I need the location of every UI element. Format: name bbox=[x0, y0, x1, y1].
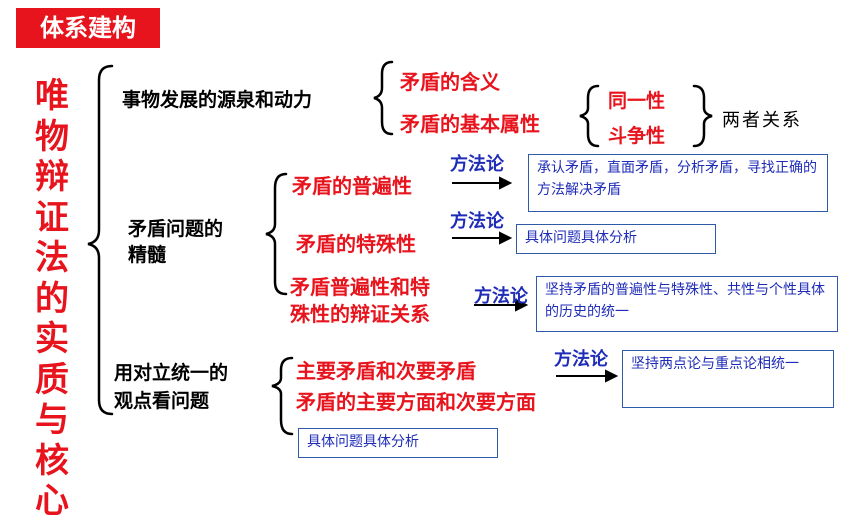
universality-title: 矛盾的普遍性 bbox=[292, 174, 412, 198]
branch2-label-line2: 精髓 bbox=[128, 244, 167, 266]
method-label-2: 方法论 bbox=[450, 211, 504, 232]
attributes-relation: 两者关系 bbox=[722, 110, 802, 131]
main-brace bbox=[87, 64, 114, 416]
method-label-3: 方法论 bbox=[474, 286, 528, 307]
method-label-4: 方法论 bbox=[554, 349, 608, 370]
attribute-struggle: 斗争性 bbox=[608, 125, 666, 147]
method-box-2: 具体问题具体分析 bbox=[516, 224, 716, 254]
dialectical-relation-line1: 矛盾普遍性和特 bbox=[290, 275, 430, 299]
attributes-brace bbox=[579, 84, 600, 148]
branch2-brace bbox=[265, 172, 288, 296]
method-box-4: 坚持两点论与重点论相统一 bbox=[622, 350, 834, 408]
branch3-brace bbox=[271, 356, 294, 436]
principal-contradiction: 主要矛盾和次要矛盾 bbox=[296, 359, 476, 383]
method-label-1: 方法论 bbox=[450, 154, 504, 175]
branch2-label-line1: 矛盾问题的 bbox=[128, 218, 224, 240]
section-title: 体系建构 bbox=[16, 8, 160, 48]
branch3-label-line1: 用对立统一的 bbox=[114, 362, 229, 384]
method-box-1: 承认矛盾，直面矛盾，分析矛盾，寻找正确的方法解决矛盾 bbox=[528, 154, 828, 212]
dialectical-relation-line2: 殊性的辩证关系 bbox=[290, 302, 430, 326]
branch1-item-attributes: 矛盾的基本属性 bbox=[400, 112, 540, 136]
method-box-3: 坚持矛盾的普遍性与特殊性、共性与个性具体的历史的统一 bbox=[536, 276, 838, 332]
connector-lines bbox=[87, 60, 713, 436]
attributes-close-brace bbox=[692, 84, 713, 148]
attribute-identity: 同一性 bbox=[608, 90, 666, 112]
particularity-title: 矛盾的特殊性 bbox=[296, 232, 416, 256]
bottom-method-box: 具体问题具体分析 bbox=[298, 428, 498, 458]
branch1-item-meaning: 矛盾的含义 bbox=[400, 70, 500, 94]
branch1-label: 事物发展的源泉和动力 bbox=[122, 89, 313, 111]
branch1-brace bbox=[373, 60, 394, 136]
branch3-label-line2: 观点看问题 bbox=[114, 390, 210, 412]
principal-aspect: 矛盾的主要方面和次要方面 bbox=[296, 390, 536, 414]
